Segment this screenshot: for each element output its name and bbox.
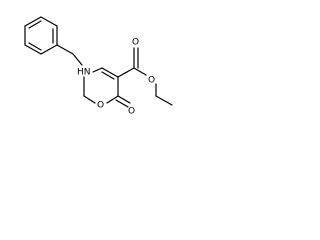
bond	[106, 95, 119, 104]
bond	[40, 44, 58, 55]
bond	[155, 95, 173, 106]
bond	[117, 67, 135, 78]
bond	[117, 95, 131, 104]
phenyl-ring	[24, 16, 58, 55]
bond	[101, 67, 119, 78]
oxazine-ring	[83, 67, 119, 104]
aromatic-double-bond	[28, 20, 42, 29]
bond	[83, 95, 96, 104]
nh-label: HN	[77, 68, 91, 78]
bond	[115, 99, 129, 108]
chemical-structure-diagram: HN O O O O	[24, 16, 173, 117]
benzyl-linker	[56, 44, 83, 66]
aromatic-double-bond	[28, 42, 42, 51]
bond	[92, 67, 103, 73]
bond	[56, 44, 74, 55]
double-bond-inner	[101, 71, 115, 80]
bond	[40, 16, 58, 27]
bond	[24, 16, 42, 27]
ring-oxygen-label: O	[97, 101, 104, 111]
bond	[72, 53, 83, 66]
ester-oxygen-label: O	[148, 76, 155, 86]
bond	[24, 44, 42, 55]
ring-carbonyl	[115, 95, 131, 108]
bond	[133, 67, 147, 76]
carbonyl-oxygen-label: O	[128, 107, 135, 117]
ester-carbonyl-oxygen-label: O	[132, 38, 139, 48]
ethyl-ester	[117, 47, 173, 106]
